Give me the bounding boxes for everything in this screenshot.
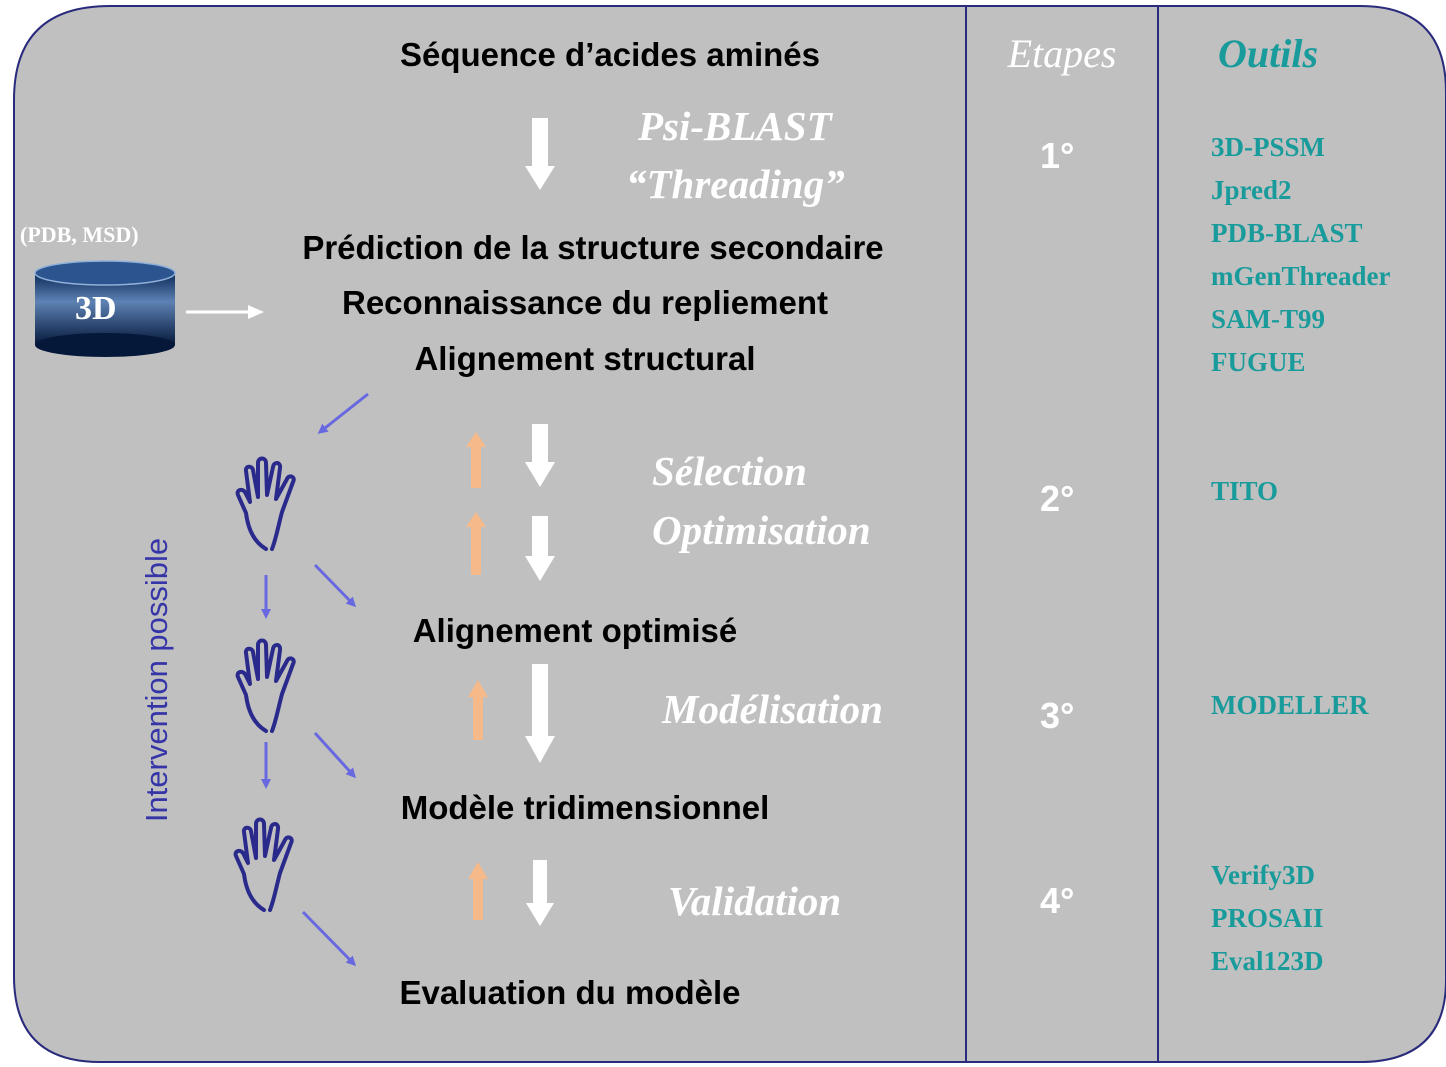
method-threading: “Threading” <box>626 161 845 207</box>
tool-name: TITO <box>1211 476 1279 506</box>
step-sequence: Séquence d’acides aminés <box>399 36 821 73</box>
step-number-3: 3° <box>1040 695 1075 736</box>
outils-header: Outils <box>1218 31 1319 76</box>
database-arrow-icon <box>186 305 264 319</box>
database-cylinder-icon <box>34 260 176 357</box>
down-arrow-icon <box>526 860 554 926</box>
down-arrow-icon <box>525 118 555 190</box>
intervention-arrow-icon <box>301 910 357 967</box>
up-arrow-icon <box>468 680 488 740</box>
tool-name: MODELLER <box>1211 690 1369 720</box>
down-arrow-icon <box>525 424 555 487</box>
step-number-1: 1° <box>1040 135 1075 176</box>
background-panel <box>13 5 1446 1063</box>
step-alignment: Alignement structural <box>414 340 756 377</box>
intervention-arrow-icon <box>317 392 369 434</box>
etapes-header: Etapes <box>1007 31 1117 76</box>
tool-name: 3D-PSSM <box>1211 132 1325 162</box>
tool-name: PROSAII <box>1211 903 1324 933</box>
tools-group-1: 3D-PSSM Jpred2 PDB-BLAST mGenThreader SA… <box>1211 126 1390 384</box>
down-arrow-icon <box>525 664 555 763</box>
tool-name: FUGUE <box>1211 347 1306 377</box>
method-selection: Sélection <box>652 448 807 494</box>
hand-icon <box>235 456 296 551</box>
tool-name: Eval123D <box>1211 946 1324 976</box>
tool-name: Jpred2 <box>1211 175 1292 205</box>
hand-icon <box>233 817 294 912</box>
step-number-4: 4° <box>1040 880 1075 921</box>
tools-group-4: Verify3D PROSAII Eval123D <box>1211 854 1324 983</box>
step-optimized-alignment: Alignement optimisé <box>412 612 738 649</box>
step-prediction: Prédiction de la structure secondaire <box>302 229 884 266</box>
tool-name: Verify3D <box>1211 860 1315 890</box>
tool-name: SAM-T99 <box>1211 304 1325 334</box>
down-arrow-icon <box>525 516 555 581</box>
method-validation: Validation <box>668 878 842 924</box>
up-arrow-icon <box>466 512 486 575</box>
intervention-arrow-icon <box>313 731 357 779</box>
hand-icon <box>235 638 296 733</box>
tool-name: PDB-BLAST <box>1211 218 1363 248</box>
step-recognition: Reconnaissance du repliement <box>342 284 828 321</box>
method-optimisation: Optimisation <box>652 507 871 553</box>
step-3d-model: Modèle tridimensionnel <box>400 789 770 826</box>
tool-name: mGenThreader <box>1211 261 1391 291</box>
tools-group-2: TITO <box>1211 470 1278 513</box>
up-arrow-icon <box>468 862 488 920</box>
tools-group-3: MODELLER <box>1211 684 1369 727</box>
step-number-2: 2° <box>1040 478 1075 519</box>
intervention-label: Intervention possible <box>139 537 174 823</box>
method-modelisation: Modélisation <box>662 686 883 732</box>
method-psiblast: Psi-BLAST <box>638 103 832 149</box>
database-cylinder-label: 3D <box>75 290 117 327</box>
step-model-evaluation: Evaluation du modèle <box>399 974 741 1011</box>
intervention-arrow-icon <box>313 563 357 608</box>
database-label: (PDB, MSD) <box>20 222 139 247</box>
up-arrow-icon <box>466 432 486 488</box>
